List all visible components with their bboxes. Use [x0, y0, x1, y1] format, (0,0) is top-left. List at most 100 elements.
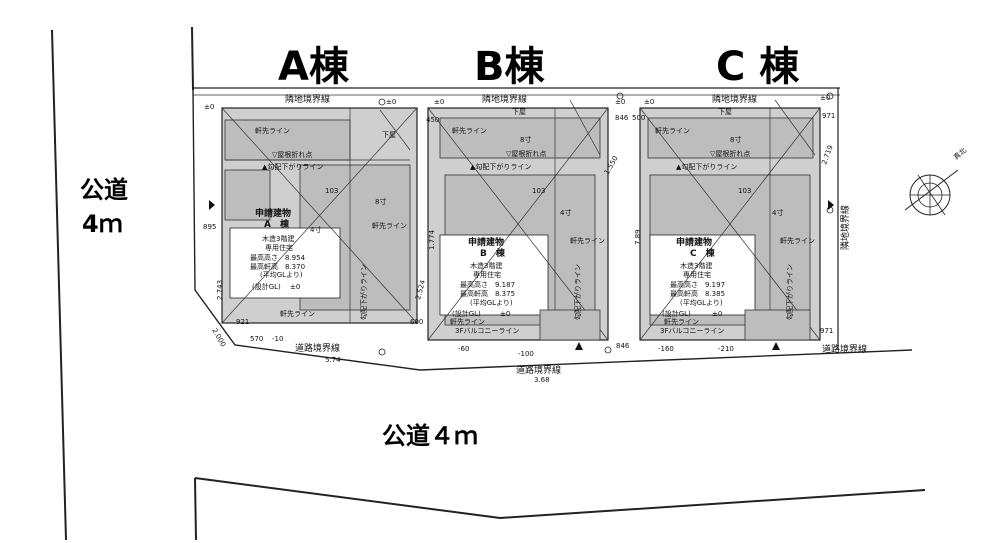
svg-text:最高軒高 8.375: 最高軒高 8.375 — [460, 289, 515, 298]
svg-text:103: 103 — [532, 187, 545, 195]
svg-text:846: 846 — [616, 342, 630, 350]
svg-text:木造3階建: 木造3階建 — [680, 261, 712, 270]
road-left-label-line1: 公道 — [80, 176, 128, 204]
svg-text:±0: ±0 — [434, 98, 444, 106]
svg-text:971: 971 — [822, 112, 835, 120]
svg-text:最高高さ 9.197: 最高高さ 9.197 — [670, 280, 725, 289]
svg-text:±0: ±0 — [712, 310, 722, 318]
building-b-title: B棟 — [474, 44, 545, 90]
svg-text:下屋: 下屋 — [718, 108, 732, 116]
svg-text:450: 450 — [426, 116, 439, 124]
svg-text:▽屋根折れ点: ▽屋根折れ点 — [506, 149, 546, 158]
road-boundary-c: 道路境界線 — [822, 343, 867, 355]
svg-text:下屋: 下屋 — [512, 108, 526, 116]
svg-text:(平均GLより): (平均GLより) — [680, 298, 723, 307]
svg-text:下屋: 下屋 — [382, 131, 396, 139]
svg-text:最高高さ 9.187: 最高高さ 9.187 — [460, 280, 515, 289]
svg-text:C 棟: C 棟 — [690, 247, 716, 259]
svg-text:申請建物: 申請建物 — [468, 236, 504, 248]
svg-text:±0: ±0 — [500, 310, 510, 318]
neighbor-line-a: 隣地境界線 — [285, 93, 330, 105]
svg-text:最高軒高 8.385: 最高軒高 8.385 — [670, 289, 725, 298]
road-edges — [51, 26, 926, 541]
neighbor-line-c: 隣地境界線 — [712, 93, 757, 105]
svg-text:軒先ライン: 軒先ライン — [570, 236, 605, 245]
building-c-title: C 棟 — [716, 44, 800, 90]
svg-text:(設計GL): (設計GL) — [452, 309, 481, 318]
building-a-title: A棟 — [278, 44, 350, 90]
markers — [209, 92, 834, 356]
svg-text:±0: ±0 — [204, 103, 214, 111]
svg-text:(平均GLより): (平均GLより) — [470, 298, 513, 307]
svg-text:1.774: 1.774 — [428, 229, 436, 250]
svg-text:600: 600 — [410, 318, 423, 326]
svg-text:(設計GL): (設計GL) — [252, 282, 281, 291]
north-label: 真北 — [952, 146, 969, 162]
svg-text:4寸: 4寸 — [310, 225, 321, 234]
svg-text:5.74: 5.74 — [325, 356, 341, 364]
svg-text:7.89: 7.89 — [634, 229, 642, 245]
svg-text:軒先ライン: 軒先ライン — [780, 236, 815, 245]
svg-text:846: 846 — [615, 114, 629, 122]
svg-text:2.719: 2.719 — [820, 144, 834, 166]
svg-text:軒先ライン: 軒先ライン — [452, 126, 487, 135]
neighbor-line-right: 隣地境界線 — [839, 205, 851, 250]
svg-text:軒先ライン: 軒先ライン — [450, 317, 485, 326]
svg-text:3.68: 3.68 — [534, 376, 550, 384]
svg-text:±0: ±0 — [386, 98, 396, 106]
svg-text:8寸: 8寸 — [730, 135, 741, 144]
svg-text:申請建物: 申請建物 — [255, 207, 291, 219]
site-boundary — [192, 87, 913, 371]
svg-text:勾配下がりライン: 勾配下がりライン — [573, 264, 582, 320]
svg-text:3Fバルコニーライン: 3Fバルコニーライン — [660, 327, 724, 335]
svg-text:4寸: 4寸 — [772, 208, 783, 217]
svg-text:8寸: 8寸 — [520, 135, 531, 144]
road-boundary-a: 道路境界線 — [295, 342, 340, 354]
svg-text:±0: ±0 — [820, 94, 830, 102]
svg-text:B 棟: B 棟 — [480, 247, 506, 259]
svg-text:3Fバルコニーライン: 3Fバルコニーライン — [455, 327, 519, 335]
svg-text:570: 570 — [250, 335, 263, 343]
svg-text:-10: -10 — [272, 335, 283, 343]
svg-text:(平均GLより): (平均GLより) — [260, 270, 303, 279]
svg-text:±0: ±0 — [615, 98, 625, 106]
building-c — [639, 99, 821, 341]
north-arrow-icon — [904, 169, 959, 216]
svg-text:勾配下がりライン: 勾配下がりライン — [785, 264, 794, 320]
svg-text:▲勾配下がりライン: ▲勾配下がりライン — [262, 162, 323, 171]
svg-text:500: 500 — [632, 114, 645, 122]
svg-text:軒先ライン: 軒先ライン — [372, 221, 407, 230]
svg-text:専用住宅: 専用住宅 — [473, 270, 501, 279]
svg-text:軒先ライン: 軒先ライン — [255, 126, 290, 135]
svg-text:4寸: 4寸 — [560, 208, 571, 217]
svg-text:木造3階建: 木造3階建 — [262, 234, 294, 243]
neighbor-line-b: 隣地境界線 — [482, 93, 527, 105]
svg-text:勾配下がりライン: 勾配下がりライン — [359, 264, 368, 320]
svg-text:8寸: 8寸 — [375, 197, 386, 206]
svg-text:-100: -100 — [518, 350, 534, 358]
svg-text:▽屋根折れ点: ▽屋根折れ点 — [710, 149, 750, 158]
svg-text:軒先ライン: 軒先ライン — [655, 126, 690, 135]
svg-text:▽屋根折れ点: ▽屋根折れ点 — [272, 150, 312, 159]
svg-text:最高軒高 8.370: 最高軒高 8.370 — [250, 262, 305, 271]
svg-text:軒先ライン: 軒先ライン — [280, 309, 315, 318]
building-a-annotations: 下屋 軒先ライン ▽屋根折れ点 ▲勾配下がりライン 103 8寸 軒先ライン 4… — [203, 98, 407, 364]
building-a — [221, 107, 418, 324]
svg-text:-160: -160 — [658, 345, 674, 353]
svg-text:▲勾配下がりライン: ▲勾配下がりライン — [470, 162, 531, 171]
building-c-annotations: 下屋 軒先ライン ▽屋根折れ点 ▲勾配下がりライン 103 4寸 8寸 軒先ライ… — [616, 94, 835, 353]
svg-text:921: 921 — [236, 318, 249, 326]
svg-text:2.743: 2.743 — [216, 280, 224, 300]
svg-text:103: 103 — [738, 187, 751, 195]
svg-text:971: 971 — [820, 327, 833, 335]
svg-text:895: 895 — [203, 223, 216, 231]
svg-text:軒先ライン: 軒先ライン — [664, 317, 699, 326]
svg-text:最高高さ 8.954: 最高高さ 8.954 — [250, 253, 306, 262]
svg-text:申請建物: 申請建物 — [676, 236, 712, 248]
svg-text:木造3階建: 木造3階建 — [470, 261, 502, 270]
svg-text:-210: -210 — [718, 345, 734, 353]
svg-text:専用住宅: 専用住宅 — [265, 243, 293, 252]
svg-text:▲勾配下がりライン: ▲勾配下がりライン — [676, 162, 737, 171]
road-bottom-label: 公道４ｍ — [382, 422, 478, 450]
